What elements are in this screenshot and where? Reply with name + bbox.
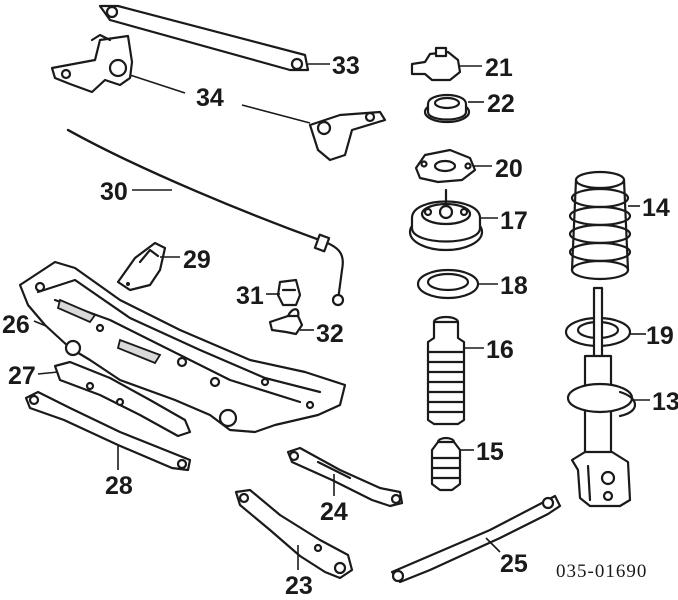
callout-18: 18 bbox=[500, 272, 528, 300]
bushing-clamp-part bbox=[268, 308, 304, 336]
callout-15: 15 bbox=[476, 438, 504, 466]
stabilizer-bushing-part bbox=[276, 278, 302, 307]
callout-29: 29 bbox=[183, 246, 211, 274]
bump-stop-15-part bbox=[430, 436, 462, 492]
callout-27: 27 bbox=[8, 362, 36, 390]
leader-34b bbox=[241, 104, 311, 124]
callout-30: 30 bbox=[100, 178, 128, 206]
leader-25 bbox=[485, 537, 501, 553]
leader-34a bbox=[129, 74, 186, 94]
bushing-ring-22-part bbox=[423, 93, 471, 124]
callout-26: 26 bbox=[2, 311, 30, 339]
diagram-code: 035-01690 bbox=[556, 561, 647, 582]
stabilizer-bar-part bbox=[66, 128, 345, 307]
callout-25: 25 bbox=[500, 550, 528, 578]
callout-13: 13 bbox=[652, 388, 678, 416]
bracket-29-part bbox=[116, 241, 167, 292]
crossmember-part bbox=[18, 260, 347, 434]
strut-mount-17-part bbox=[408, 188, 484, 252]
callout-16: 16 bbox=[486, 336, 514, 364]
callout-34: 34 bbox=[196, 84, 224, 112]
strut-tower-bar-part bbox=[98, 4, 310, 72]
callout-22: 22 bbox=[487, 90, 515, 118]
callout-21: 21 bbox=[485, 54, 513, 82]
callout-33: 33 bbox=[332, 52, 360, 80]
stabilizer-bracket-right-part bbox=[308, 110, 387, 162]
callout-17: 17 bbox=[500, 207, 528, 235]
callout-24: 24 bbox=[320, 498, 348, 526]
lower-control-arm-23-part bbox=[234, 488, 354, 580]
callout-19: 19 bbox=[646, 322, 674, 350]
callout-23: 23 bbox=[285, 572, 313, 600]
brace-27-part bbox=[53, 360, 192, 438]
leader-26 bbox=[33, 320, 47, 327]
brace-28-part bbox=[24, 390, 192, 472]
adjustable-link-24-part bbox=[286, 446, 404, 508]
callout-14: 14 bbox=[642, 194, 670, 222]
callout-20: 20 bbox=[495, 155, 523, 183]
upper-mount-21-part bbox=[410, 46, 462, 82]
dust-boot-16-part bbox=[426, 315, 466, 426]
callout-31: 31 bbox=[236, 282, 264, 310]
coil-spring-14-part bbox=[568, 170, 632, 281]
callout-32: 32 bbox=[316, 320, 344, 348]
leader-27 bbox=[37, 371, 59, 375]
spring-seat-18-part bbox=[416, 268, 480, 300]
mount-plate-20-part bbox=[414, 148, 477, 184]
strut-assembly-13-part bbox=[566, 286, 637, 508]
callout-28: 28 bbox=[105, 472, 133, 500]
stabilizer-bracket-left-part bbox=[50, 33, 134, 94]
trailing-rod-25-part bbox=[390, 494, 562, 584]
